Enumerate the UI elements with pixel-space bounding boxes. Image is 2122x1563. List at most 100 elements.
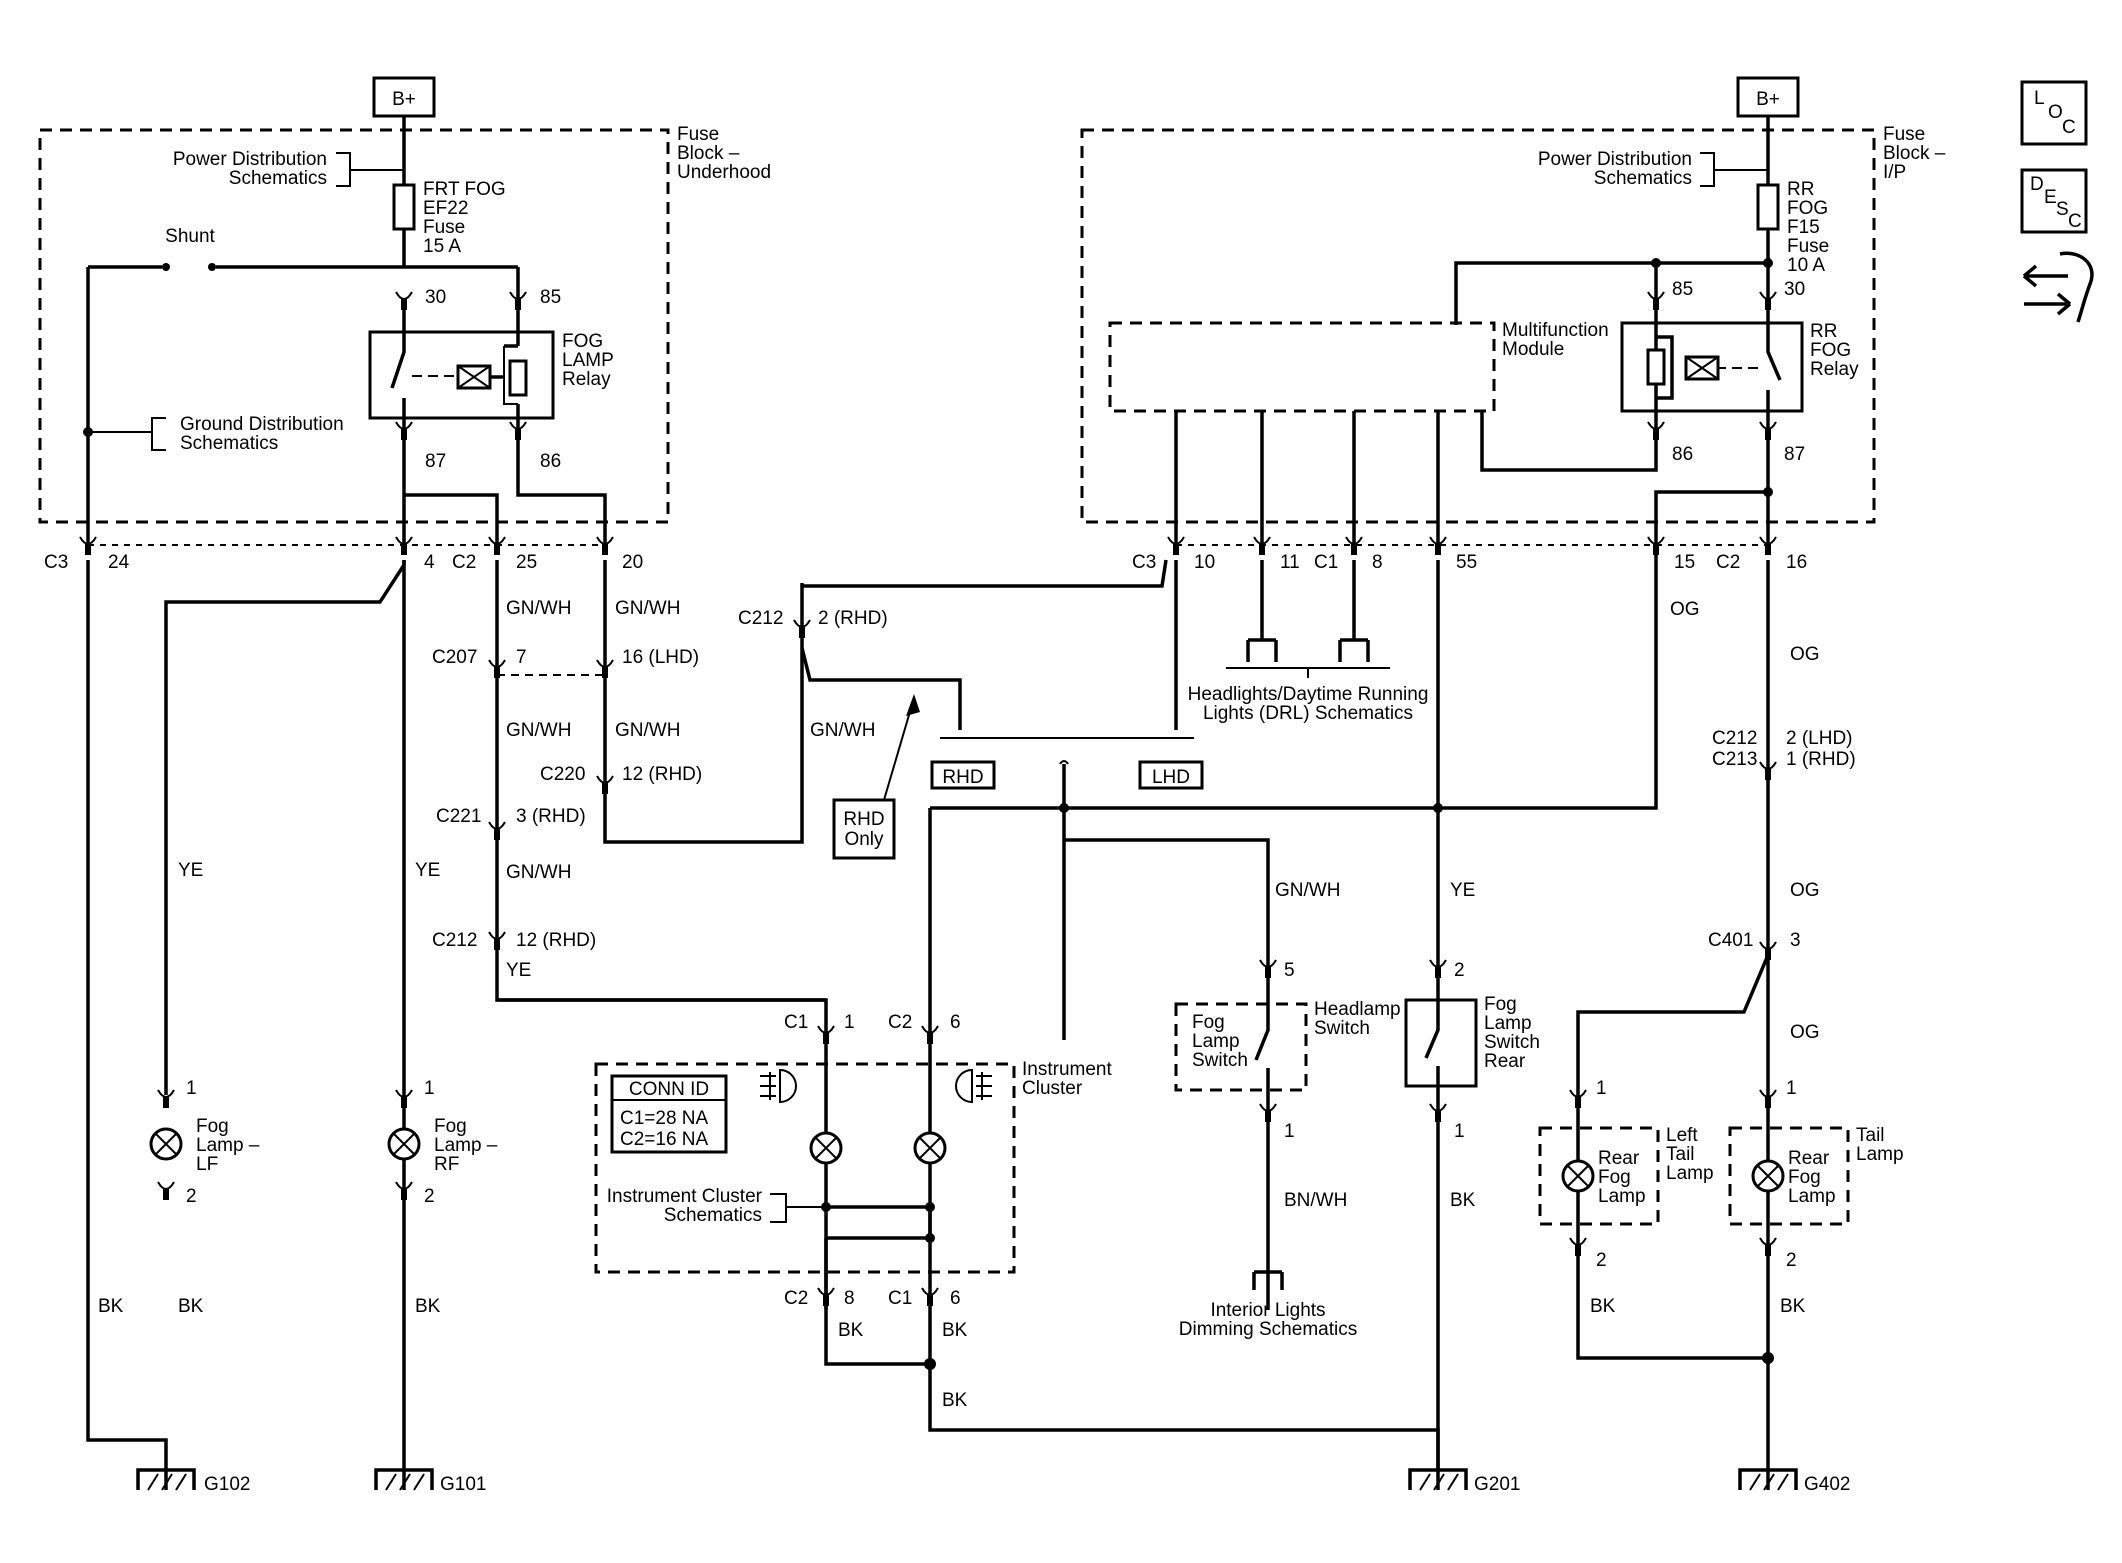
connector-lrf-2-pin (1575, 1244, 1581, 1256)
conn-c220: C220 (540, 764, 585, 785)
lf-fog-lamp-feed (164, 560, 406, 1095)
loc-icon[interactable] (2020, 80, 2088, 146)
wire-ye-rf: YE (415, 860, 440, 881)
mfm-label-2: Module (1502, 339, 1564, 360)
pin-4: 4 (424, 552, 435, 573)
connector-relay-30-pin (401, 298, 407, 310)
wire-og-3: OG (1790, 880, 1820, 901)
right-bplus-box (1736, 76, 1800, 118)
fog-lamp-switch: Fog Lamp Switch Headlamp Switch 5 1 BN/W… (1174, 960, 1401, 1340)
right-pds-2: Schematics (1594, 168, 1692, 189)
connector-c2-15-pin (1653, 543, 1659, 555)
relay-output-wires (402, 418, 607, 545)
wire-gnwh-2: GN/WH (615, 598, 680, 619)
wire-gnwh-6: GN/WH (810, 720, 875, 741)
connector-ic-c2-6-pin (927, 1032, 933, 1044)
ic-front-fog-indicator-cross (815, 1137, 837, 1159)
relay-pin-85: 85 (540, 287, 561, 308)
connector-c221-3-pin (494, 828, 500, 840)
connector-c220-12-pin (602, 782, 608, 794)
right-fuse-block-label-3: I/P (1883, 162, 1906, 183)
conn-id-c2: C2=16 NA (620, 1129, 709, 1150)
fog-lf-label-1: Fog (196, 1116, 229, 1137)
ltl-label-2: Tail (1666, 1144, 1695, 1165)
fls-label-3: Switch (1192, 1050, 1248, 1071)
pin-8: 8 (1372, 552, 1383, 573)
relay-pin-87: 87 (425, 451, 446, 472)
connector-c1-8-pin (1351, 543, 1357, 555)
rr-fog-relay-label-1: RR (1810, 321, 1837, 342)
ic-pin-1: 1 (844, 1012, 855, 1033)
rr-fuse-splice (1763, 258, 1773, 268)
ground-g102-hatch (147, 1473, 187, 1491)
wire-bk-ic-3: BK (942, 1390, 968, 1411)
rr-relay-pin-85: 85 (1672, 279, 1693, 300)
fog-lamp-relay-label-1: FOG (562, 331, 603, 352)
ground-g201-hatch (1419, 1473, 1459, 1491)
rr-fog-fuse-label-3: F15 (1787, 217, 1820, 238)
flsr-label-1: Fog (1484, 994, 1517, 1015)
right-pds-bracket (1700, 152, 1768, 187)
ic-conn-c2-bottom: C2 (784, 1288, 808, 1309)
ic-conn-c1: C1 (784, 1012, 808, 1033)
conn-id-title: CONN ID (629, 1079, 709, 1100)
wrench-arrows-icon[interactable] (2022, 251, 2094, 323)
c401-pin-3: 3 (1790, 930, 1801, 951)
wire-og-2: OG (1790, 644, 1820, 665)
left-gds-1: Ground Distribution (180, 414, 344, 435)
flsr-label-2: Lamp (1484, 1013, 1532, 1034)
connector-row: C3 24 4 C2 25 20 C3 10 11 C1 8 55 15 C2 … (44, 544, 1807, 573)
hs-label-1: Headlamp (1314, 999, 1401, 1020)
connector-ic-c1-6-pin (927, 1294, 933, 1306)
connector-lf-2-socket (157, 1181, 175, 1190)
connector-c1-11-pin (1259, 543, 1265, 555)
ild-stub (1252, 1270, 1284, 1290)
mfm-label-1: Multifunction (1502, 320, 1609, 341)
instrument-cluster: Instrument Cluster C1 1 C2 6 CONN ID C1=… (497, 998, 1440, 1470)
wire-gnwh-3: GN/WH (506, 720, 571, 741)
relay-pin-30: 30 (425, 287, 446, 308)
rr-relay-pin-30: 30 (1784, 279, 1805, 300)
wire-og-4: OG (1790, 1022, 1820, 1043)
ic-label-2: Cluster (1022, 1078, 1083, 1099)
connector-rf-2-pin (401, 1188, 407, 1200)
rear-fog-lamp-left-cross (1567, 1165, 1589, 1187)
rrf-pin-1: 1 (1786, 1078, 1797, 1099)
ic-conn-c1-bottom: C1 (888, 1288, 912, 1309)
wire-gnwh-5: GN/WH (506, 862, 571, 883)
connector-c3-10-pin (1173, 543, 1179, 555)
connector-relay-87-pin (401, 428, 407, 440)
rhd-branch-wire (800, 647, 962, 730)
c3-10-to-c212 (802, 559, 1168, 588)
lhd-box (1138, 760, 1204, 790)
connector-flsr-1-pin (1435, 1110, 1441, 1122)
conn-id-box (610, 1074, 728, 1154)
wire-ye-c212: YE (506, 960, 531, 981)
wire-bk-rf: BK (415, 1296, 441, 1317)
ild-label-1: Interior Lights (1210, 1300, 1325, 1321)
connector-lrf-1-pin (1575, 1096, 1581, 1108)
pin-12-rhd-c220: 12 (RHD) (622, 764, 702, 785)
wire-gnwh-7: GN/WH (1275, 880, 1340, 901)
rfl-right-1: Rear (1788, 1148, 1830, 1169)
ic-pin-8: 8 (844, 1288, 855, 1309)
desc-icon[interactable] (2020, 168, 2088, 234)
connector-c3-24-pin (85, 543, 91, 555)
rr-fog-fuse-label-5: 10 A (1787, 255, 1825, 276)
wire-bk-rrf: BK (1780, 1296, 1806, 1317)
g102-ground-wire (86, 560, 168, 1490)
right-fuse-block: B+ Fuse Block – I/P Power Distribution S… (1080, 76, 1946, 545)
pin-10: 10 (1194, 552, 1215, 573)
lrf-pin-2: 2 (1596, 1250, 1607, 1271)
wire-gnwh-4: GN/WH (615, 720, 680, 741)
ground-g101-label: G101 (440, 1474, 486, 1495)
wire-bnwh: BN/WH (1284, 1190, 1347, 1211)
pin-15: 15 (1674, 552, 1695, 573)
wire-bk-ic-2: BK (942, 1320, 968, 1341)
pin-16-lhd: 16 (LHD) (622, 647, 699, 668)
rf-pin-2: 2 (424, 1186, 435, 1207)
lf-pin-1: 1 (186, 1078, 197, 1099)
ltl-label-1: Left (1666, 1125, 1698, 1146)
ground-g402-bar (1738, 1468, 1798, 1490)
left-fuse-block-label-2: Block – (677, 143, 740, 164)
